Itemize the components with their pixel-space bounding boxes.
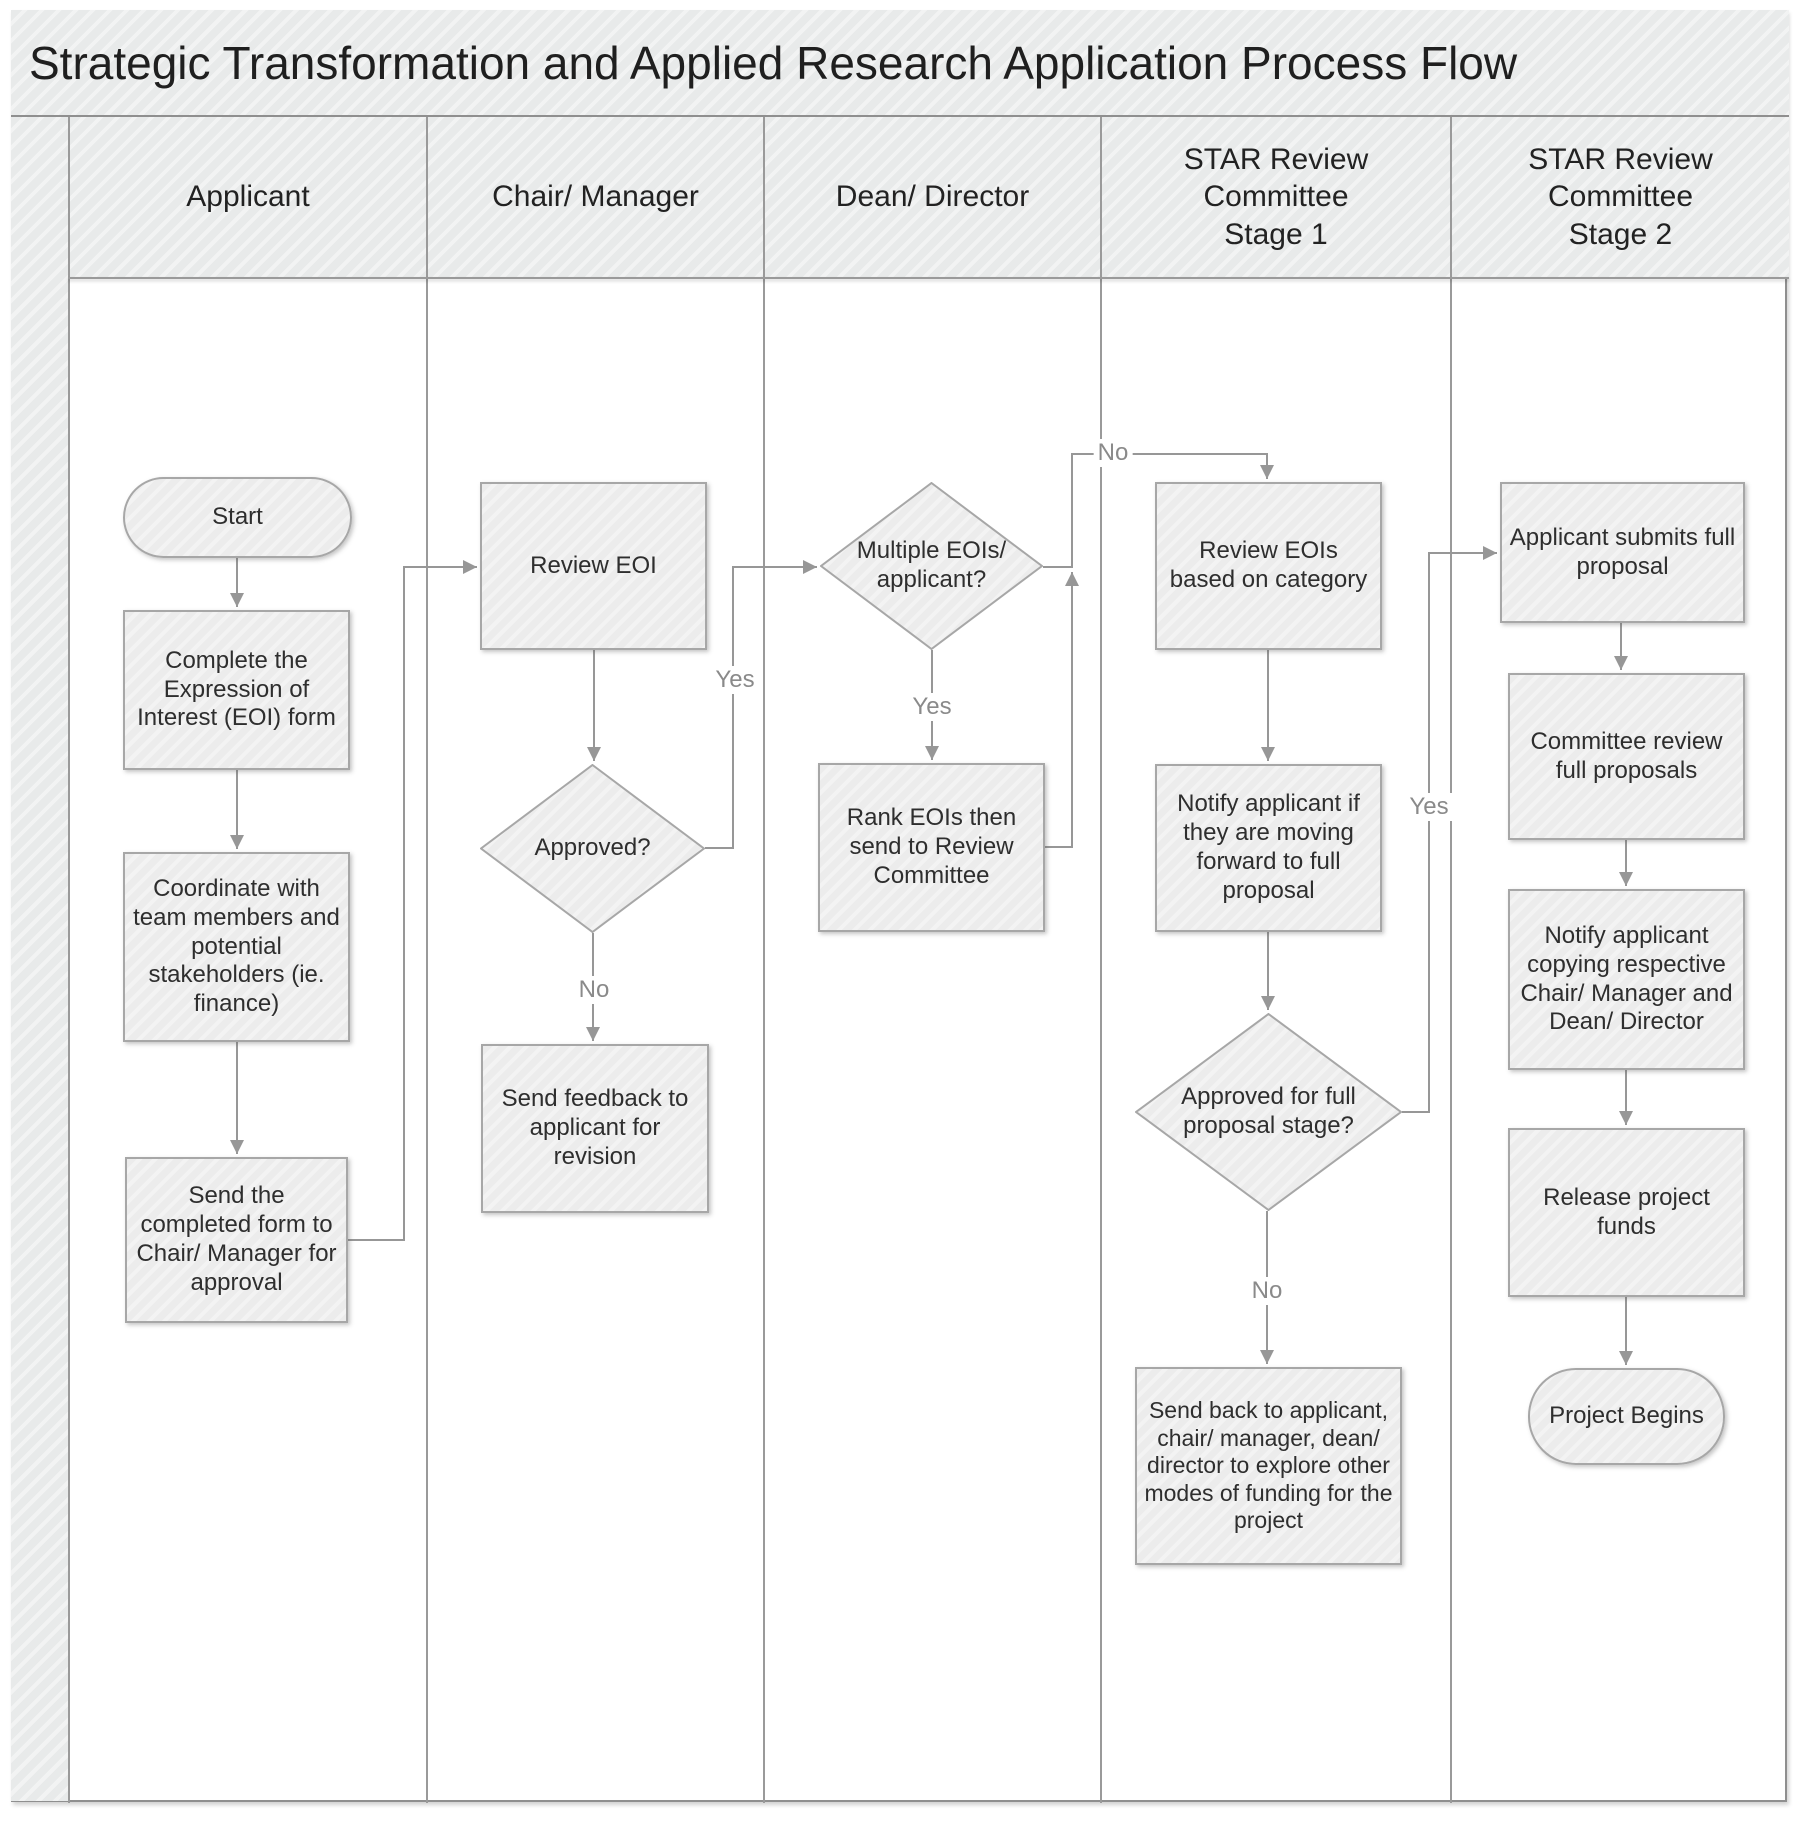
lane-header-label: Applicant bbox=[186, 180, 310, 214]
node-label: Complete the Expression of Interest (EOI… bbox=[137, 646, 336, 732]
node-label: Applicant submits full proposal bbox=[1509, 523, 1736, 580]
node-notify-applicant-copying: Notify applicant copying respective Chai… bbox=[1508, 889, 1745, 1070]
lane-header-chair-manager: Chair/ Manager bbox=[426, 117, 763, 277]
node-applicant-submits-full-proposal: Applicant submits full proposal bbox=[1500, 482, 1745, 623]
node-review-eoi: Review EOI bbox=[480, 482, 707, 650]
node-label: Project Begins bbox=[1549, 1402, 1704, 1430]
node-label: Review EOIs based on category bbox=[1169, 537, 1368, 593]
node-label: Approved for full proposal stage? bbox=[1181, 1083, 1356, 1139]
node-send-completed-form: Send the completed form to Chair/ Manage… bbox=[125, 1157, 348, 1323]
node-label: Rank EOIs then send to Review Committee bbox=[846, 804, 1017, 889]
pool-strip bbox=[11, 117, 68, 1801]
node-committee-review-full-proposals: Committee review full proposals bbox=[1508, 673, 1745, 840]
lane-divider bbox=[1450, 117, 1452, 1803]
node-coordinate-team: Coordinate with team members and potenti… bbox=[123, 852, 350, 1042]
node-project-begins: Project Begins bbox=[1528, 1368, 1725, 1465]
node-label: Notify applicant if they are moving forw… bbox=[1177, 790, 1360, 904]
node-send-feedback: Send feedback to applicant for revision bbox=[481, 1044, 709, 1213]
node-rank-eois: Rank EOIs then send to Review Committee bbox=[818, 763, 1045, 932]
node-label: Start bbox=[212, 503, 263, 531]
lane-header-label: Chair/ Manager bbox=[492, 180, 699, 214]
lane-header-label: STAR Review Committee Stage 1 bbox=[1183, 142, 1369, 251]
lane-header-applicant: Applicant bbox=[68, 117, 426, 277]
node-label: Multiple EOIs/ applicant? bbox=[856, 537, 1007, 593]
node-start: Start bbox=[123, 477, 352, 558]
node-label: Release project funds bbox=[1543, 1183, 1710, 1240]
edge-label-full-yes: Yes bbox=[1405, 793, 1453, 821]
lane-header-label: Dean/ Director bbox=[835, 180, 1030, 214]
header-bottom-border bbox=[68, 277, 1789, 279]
edge-label-approved-no: No bbox=[574, 976, 614, 1004]
lane-divider bbox=[1100, 117, 1102, 1803]
node-label: Coordinate with team members and potenti… bbox=[133, 875, 340, 1018]
lane-divider bbox=[68, 117, 70, 1803]
lane-divider bbox=[763, 117, 765, 1803]
node-label: Notify applicant copying respective Chai… bbox=[1520, 921, 1733, 1036]
node-review-eois-category: Review EOIs based on category bbox=[1155, 482, 1382, 650]
node-label: Review EOI bbox=[530, 551, 657, 579]
node-label: Committee review full proposals bbox=[1530, 727, 1723, 784]
node-release-project-funds: Release project funds bbox=[1508, 1128, 1745, 1297]
node-label: Send the completed form to Chair/ Manage… bbox=[136, 1182, 337, 1296]
node-approved-full-proposal-decision: Approved for full proposal stage? bbox=[1135, 1013, 1402, 1211]
node-complete-eoi-form: Complete the Expression of Interest (EOI… bbox=[123, 610, 350, 770]
title-bar: Strategic Transformation and Applied Res… bbox=[11, 10, 1789, 117]
edge-label-approved-yes: Yes bbox=[711, 666, 759, 694]
node-label: Send back to applicant, chair/ manager, … bbox=[1144, 1397, 1393, 1534]
lane-divider bbox=[426, 117, 428, 1803]
page-title: Strategic Transformation and Applied Res… bbox=[29, 36, 1518, 89]
node-send-back-explore-funding: Send back to applicant, chair/ manager, … bbox=[1135, 1367, 1402, 1565]
node-label: Approved? bbox=[534, 834, 651, 862]
node-approved-decision: Approved? bbox=[480, 764, 705, 933]
lane-header-dean-director: Dean/ Director bbox=[763, 117, 1100, 277]
node-label: Send feedback to applicant for revision bbox=[501, 1085, 689, 1170]
edge-label-multiple-yes: Yes bbox=[908, 693, 956, 721]
edge-label-multiple-no: No bbox=[1093, 439, 1133, 467]
lane-header-star-stage-1: STAR Review Committee Stage 1 bbox=[1100, 117, 1450, 277]
lane-header-star-stage-2: STAR Review Committee Stage 2 bbox=[1450, 117, 1789, 277]
edge-label-full-no: No bbox=[1247, 1277, 1287, 1305]
lane-header-label: STAR Review Committee Stage 2 bbox=[1528, 142, 1713, 251]
node-multiple-eois-decision: Multiple EOIs/ applicant? bbox=[820, 482, 1043, 650]
node-notify-moving-forward: Notify applicant if they are moving forw… bbox=[1155, 764, 1382, 932]
